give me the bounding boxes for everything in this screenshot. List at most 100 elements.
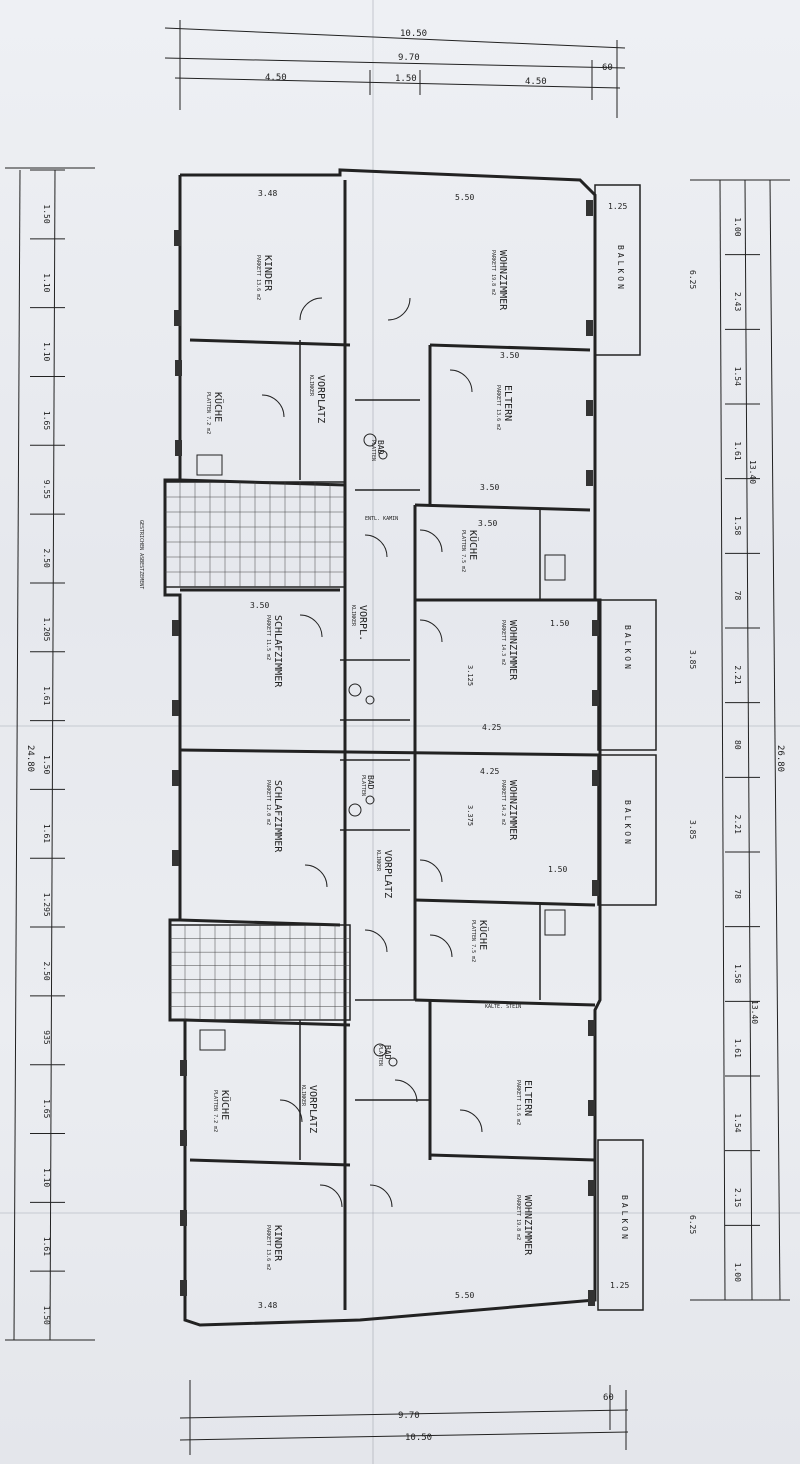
dim-label: 1.65: [42, 1099, 51, 1118]
dim-label: 1.61: [733, 441, 742, 460]
svg-text:PARKETT 19.8 m2: PARKETT 19.8 m2: [515, 1195, 521, 1240]
dim-overall-top: 10.50: [400, 29, 427, 39]
svg-text:SCHLAFZIMMER: SCHLAFZIMMER: [272, 615, 283, 688]
dim-inner-bottom: 9.70: [398, 1411, 420, 1421]
building-walls: [163, 168, 602, 1327]
dim-label: 2.43: [733, 292, 742, 311]
dim-label: 1.58: [733, 516, 742, 535]
svg-text:PARKETT 19.8 m2: PARKETT 19.8 m2: [490, 250, 496, 295]
svg-text:KALTE. STEIN: KALTE. STEIN: [485, 1004, 521, 1010]
dim-label: 2.50: [42, 549, 51, 568]
right-dim-labels: 1.002.431.541.611.58782.21802.21781.581.…: [733, 217, 742, 1282]
svg-text:5.50: 5.50: [455, 1291, 474, 1300]
dim-right-sub: 6.25: [688, 270, 697, 289]
dim-label: 1.61: [42, 824, 51, 843]
dim-label: 1.54: [733, 1113, 742, 1132]
dim-right-top: 4.50: [525, 77, 547, 87]
svg-text:KLINKER: KLINKER: [350, 605, 356, 627]
svg-text:3.48: 3.48: [258, 189, 277, 198]
svg-text:BALKON: BALKON: [623, 800, 632, 847]
svg-text:PLATTEN 7.5 m2: PLATTEN 7.5 m2: [460, 530, 466, 572]
svg-text:PARKETT 13.6 m2: PARKETT 13.6 m2: [265, 1225, 271, 1270]
svg-text:ELTERN: ELTERN: [522, 1080, 533, 1116]
dim-label: 1.54: [733, 367, 742, 386]
dim-label: 9.55: [42, 480, 51, 499]
top-dimension-chain: [164, 20, 626, 118]
svg-text:BALKON: BALKON: [616, 245, 625, 292]
svg-text:BAD: BAD: [376, 440, 385, 455]
dim-right-sub: 3.85: [688, 650, 697, 669]
room-kueche-2: KÜCHE PLATTEN 7.5 m2: [460, 530, 480, 572]
dim-right-sub: 6.25: [688, 1215, 697, 1234]
dim-label: 1.61: [42, 1237, 51, 1256]
room-balkon-bottom: BALKON: [620, 1195, 629, 1242]
dim-label: 1.205: [42, 617, 51, 641]
svg-text:1.50: 1.50: [550, 619, 569, 628]
inner-dimension-labels: 3.48 5.50 1.25 3.50 3.50 3.50 3.50 1.50 …: [138, 189, 629, 1310]
svg-text:VORPLATZ: VORPLATZ: [382, 850, 393, 898]
svg-text:3.50: 3.50: [250, 601, 269, 610]
room-vorplatz-2: VORPLATZ KLINKER: [375, 850, 393, 898]
dim-left-top: 4.50: [265, 73, 287, 83]
room-kueche-4: KÜCHE PLATTEN 7.2 m2: [212, 1090, 232, 1132]
paper-fold: [372, 0, 374, 1464]
svg-text:VORPLATZ: VORPLATZ: [307, 1085, 318, 1133]
dim-label: 1.00: [733, 1263, 742, 1282]
svg-text:KINDER: KINDER: [272, 1225, 283, 1262]
svg-text:3.50: 3.50: [480, 483, 499, 492]
svg-text:3.48: 3.48: [258, 1301, 277, 1310]
dim-label: 2.21: [733, 815, 742, 834]
svg-text:VORPL.: VORPL.: [357, 605, 368, 641]
room-kinder-top: KINDER PARKETT 13.6 m2: [255, 255, 273, 300]
room-vorplatz-3: VORPLATZ KLINKER: [300, 1085, 318, 1133]
svg-text:BALKON: BALKON: [623, 625, 632, 672]
dim-label: 1.10: [42, 1168, 51, 1187]
svg-text:BAD: BAD: [366, 775, 375, 790]
stair-tiles: [165, 482, 350, 1020]
dim-label: 2.50: [42, 961, 51, 980]
svg-text:WOHNZIMMER: WOHNZIMMER: [522, 1195, 533, 1256]
dim-right-sub: 3.85: [688, 820, 697, 839]
room-bad-2: BAD PLATTEN: [360, 775, 375, 796]
dim-label: 2.21: [733, 665, 742, 684]
svg-text:1.25: 1.25: [608, 202, 627, 211]
dim-label: 1.58: [733, 964, 742, 983]
svg-text:KLINKER: KLINKER: [300, 1085, 306, 1107]
room-schlafzimmer-2: SCHLAFZIMMER PARKETT 12.0 m2: [265, 780, 283, 853]
svg-text:1.50: 1.50: [548, 865, 567, 874]
dim-label: 1.50: [42, 1306, 51, 1325]
right-ticks: [725, 179, 760, 1301]
dim-label: 935: [42, 1030, 51, 1045]
svg-text:BALKON: BALKON: [620, 1195, 629, 1242]
svg-text:KLINKER: KLINKER: [375, 850, 381, 872]
room-kueche-3: KÜCHE PLATTEN 7.5 m2: [470, 920, 490, 962]
room-eltern-2: ELTERN PARKETT 13.6 m2: [515, 1080, 533, 1125]
dim-label: 1.295: [42, 893, 51, 917]
svg-text:4.25: 4.25: [482, 723, 501, 732]
svg-text:KINDER: KINDER: [262, 255, 273, 292]
room-wohnzimmer-3: WOHNZIMMER PARKETT 14.2 m2: [500, 780, 518, 841]
svg-text:PLATTEN 7.2 m2: PLATTEN 7.2 m2: [205, 392, 211, 434]
room-balkon-2: BALKON: [623, 625, 632, 672]
svg-text:3.50: 3.50: [500, 351, 519, 360]
left-dim-labels: 1.50 1.10 1.10 1.65 9.55 2.50 1.205 1.61 1.50 1.6…: [42, 204, 51, 1325]
paper-fold: [0, 725, 800, 727]
svg-text:KÜCHE: KÜCHE: [477, 920, 490, 950]
dim-label: 1.10: [42, 273, 51, 292]
dim-label: 1.50: [42, 755, 51, 774]
svg-text:PLATTEN: PLATTEN: [370, 440, 376, 461]
room-schlafzimmer-1: SCHLAFZIMMER PARKETT 11.5 m2: [265, 615, 283, 688]
dim-mid-top: 1.50: [395, 74, 417, 84]
dim-right-sub: 13.40: [750, 1000, 759, 1024]
sanitary-fixtures: [196, 433, 566, 1067]
room-bad-top: BAD PLATTEN: [370, 440, 385, 461]
room-eltern-top: ELTERN PARKETT 13.6 m2: [495, 385, 513, 430]
svg-text:PARKETT 13.6 m2: PARKETT 13.6 m2: [495, 385, 501, 430]
svg-text:PARKETT 14.2 m2: PARKETT 14.2 m2: [500, 780, 506, 825]
svg-text:PLATTEN: PLATTEN: [377, 1045, 383, 1066]
dim-overall-bottom: 10.50: [405, 1433, 432, 1443]
svg-text:KÜCHE: KÜCHE: [219, 1090, 232, 1120]
room-kueche-top: KÜCHE PLATTEN 7.2 m2: [205, 392, 225, 434]
dim-left-total: 24.80: [25, 745, 35, 772]
